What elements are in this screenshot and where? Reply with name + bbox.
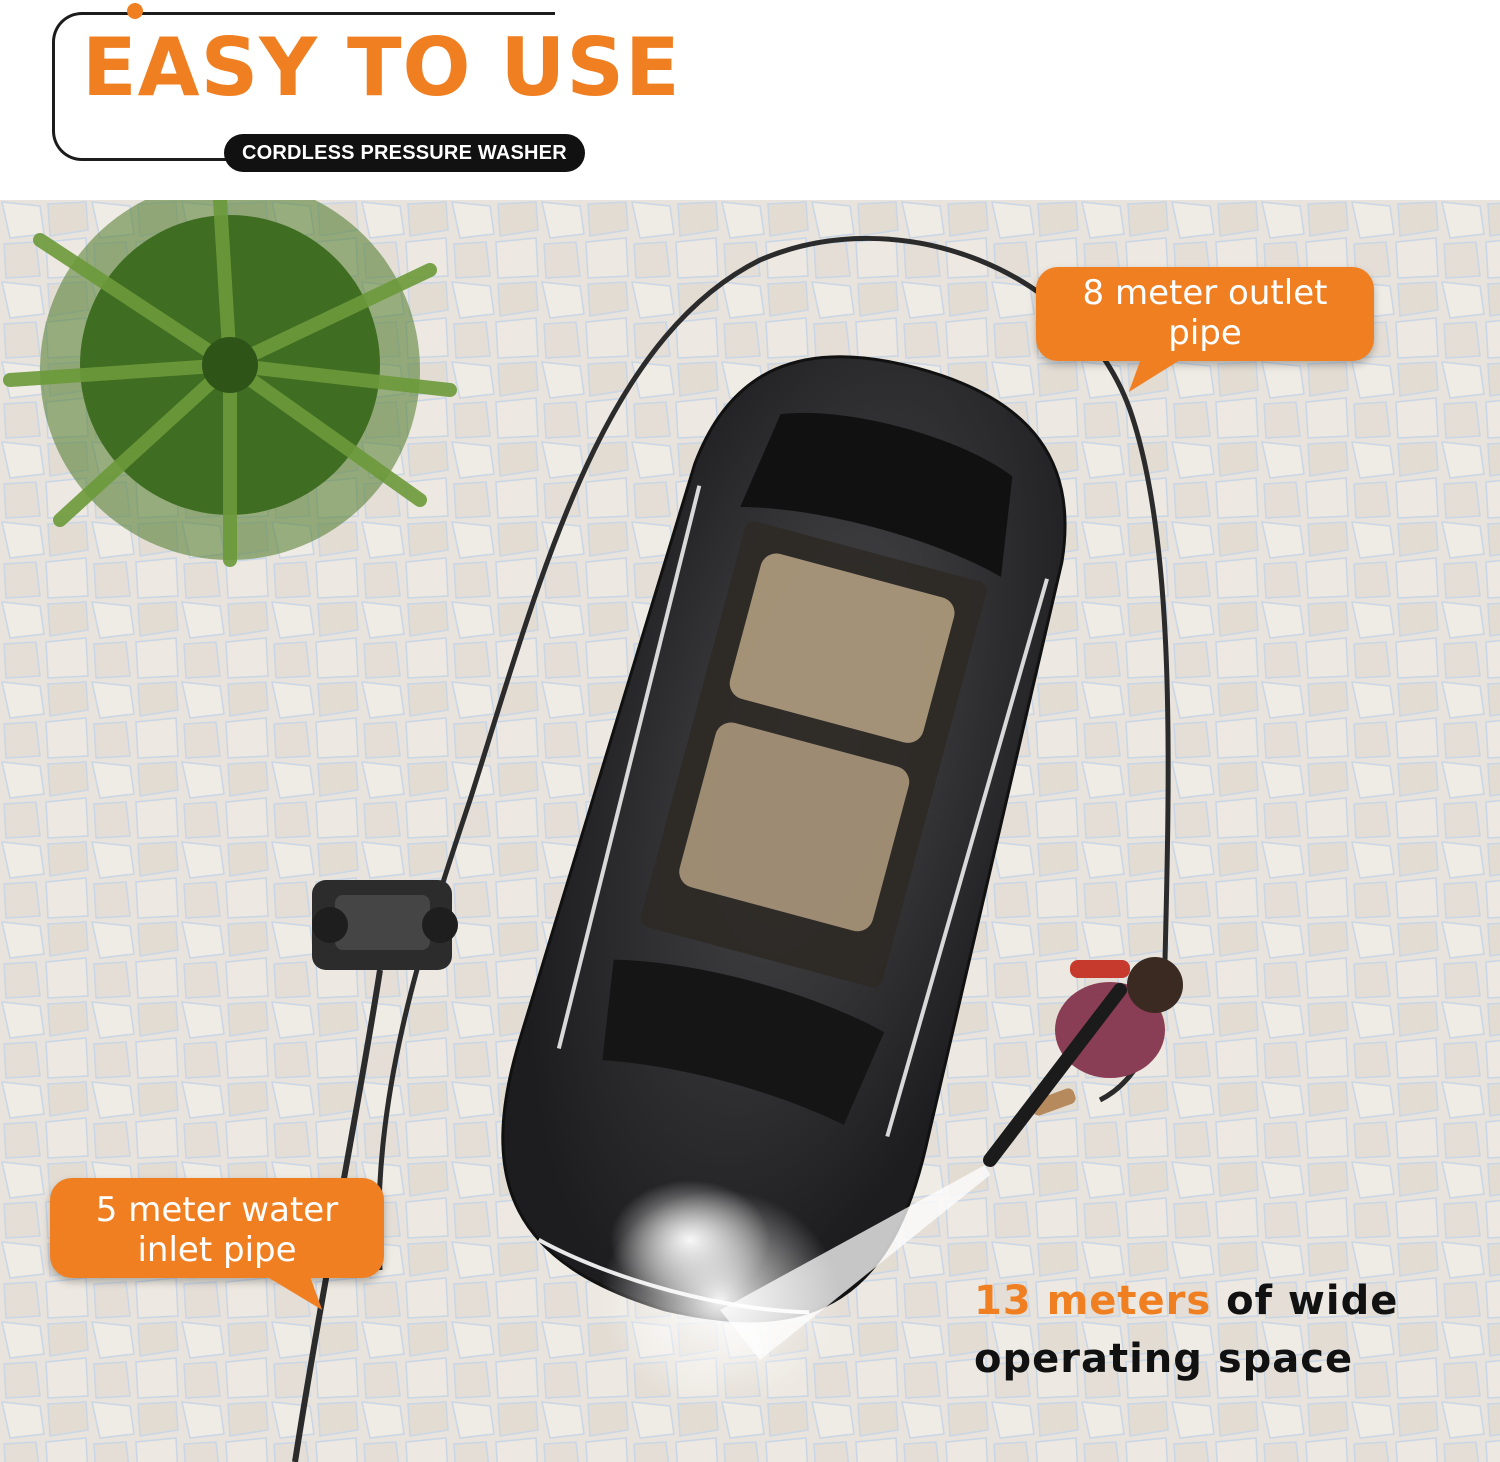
header-banner: EASY TO USE CORDLESS PRESSURE WASHER bbox=[0, 0, 1500, 200]
operating-space-caption: 13 meters of wide operating space bbox=[974, 1272, 1398, 1388]
outlet-pipe-callout: 8 meter outlet pipe bbox=[1036, 267, 1374, 361]
car-top-view bbox=[501, 355, 1067, 1323]
caption-line1-rest: of wide bbox=[1211, 1278, 1399, 1324]
scene-graphic bbox=[0, 200, 1500, 1462]
outlet-callout-line2: pipe bbox=[1168, 313, 1242, 353]
subtitle-text: CORDLESS PRESSURE WASHER bbox=[242, 141, 567, 164]
person-with-spray-gun bbox=[983, 957, 1183, 1167]
subtitle-badge: CORDLESS PRESSURE WASHER bbox=[224, 134, 585, 172]
outlet-callout-line1: 8 meter outlet bbox=[1082, 273, 1328, 313]
palm-tree bbox=[3, 200, 457, 567]
caption-line2: operating space bbox=[974, 1336, 1354, 1382]
product-illustration: 8 meter outlet pipe 5 meter water inlet … bbox=[0, 200, 1500, 1462]
inlet-callout-line1: 5 meter water bbox=[95, 1190, 339, 1230]
inlet-callout-line2: inlet pipe bbox=[137, 1230, 297, 1270]
pressure-washer-unit bbox=[312, 880, 458, 970]
outlet-hose bbox=[376, 236, 1171, 1271]
accent-dot bbox=[127, 3, 143, 19]
inlet-pipe-callout: 5 meter water inlet pipe bbox=[50, 1178, 384, 1278]
page-title: EASY TO USE bbox=[82, 21, 681, 114]
water-spray bbox=[600, 1165, 990, 1410]
caption-highlight: 13 meters bbox=[974, 1278, 1212, 1324]
